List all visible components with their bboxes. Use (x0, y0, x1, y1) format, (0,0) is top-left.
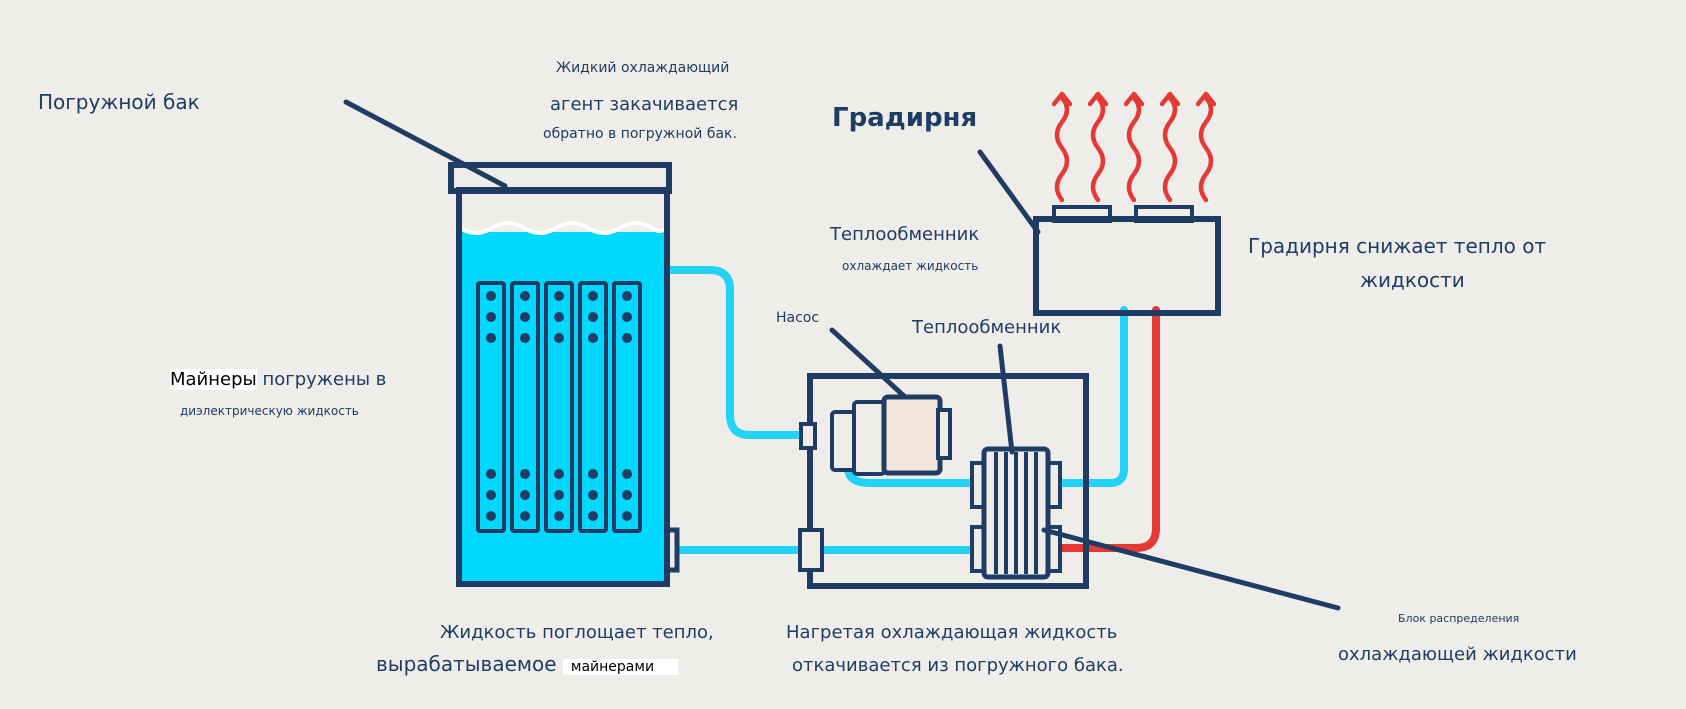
miner-3 (544, 281, 574, 533)
label-cooling-tower-desc-line2: жидкости (1360, 268, 1465, 292)
heat-wave-3-head (1123, 91, 1145, 107)
immersion-tank (448, 162, 680, 587)
leader-lines (343, 99, 1341, 611)
label-pumped-back-line2: агент закачивается (550, 94, 739, 115)
heat-wave-2-head (1087, 91, 1109, 107)
label-heat-exchanger-cools-line2: охлаждает жидкость (842, 259, 979, 273)
label-cdu-line1: Блок распределения (1398, 612, 1520, 625)
pipe-tower-cold-return (1042, 306, 1128, 487)
heat-exchanger (970, 446, 1062, 580)
label-miners-word-2: майнерами (562, 659, 679, 675)
label-heat-exchanger: Теплообменник (912, 317, 1062, 338)
heat-wave-4 (1162, 95, 1178, 203)
miner-4 (578, 281, 608, 533)
label-miners-word: Майнеры (170, 369, 257, 390)
label-pumped-back-line1: Жидкий охлаждающий (556, 60, 730, 76)
label-miners-submerged-line2: диэлектрическую жидкость (180, 404, 359, 418)
fan-icon (486, 291, 632, 521)
cdu-box (807, 373, 1089, 589)
hx-fins (994, 452, 1038, 574)
leader-cooling-tower (977, 149, 1041, 235)
pump-motor (852, 400, 886, 476)
leader-cdu (1041, 527, 1341, 611)
label-cooling-tower: Градирня (832, 103, 978, 133)
leader-pump (829, 327, 907, 399)
label-cooling-tower-desc-line1: Градирня снижает тепло от (1248, 234, 1547, 258)
cdu-bottom-port (798, 528, 824, 572)
tower-box (1033, 216, 1221, 316)
heat-wave-2 (1090, 95, 1106, 203)
label-immersion-tank: Погружной бак (38, 90, 200, 114)
label-miners-submerged-rest: погружены в (262, 369, 387, 390)
miner-2 (510, 281, 540, 533)
tank-liquid (460, 232, 666, 582)
leader-heat-exchanger (997, 343, 1015, 455)
label-heated-pumped-line2: откачивается из погружного бака. (792, 655, 1124, 676)
pipe-pump-to-exchanger (844, 466, 989, 487)
pipe-tank-to-pump (662, 266, 804, 439)
label-cdu-line2: охлаждающей жидкости (1338, 644, 1577, 665)
heat-wave-5 (1198, 95, 1214, 203)
hot-pipe (1042, 306, 1160, 552)
miner-1 (476, 281, 506, 533)
leader-immersion-tank (343, 99, 508, 189)
heat-wave-3 (1126, 95, 1142, 203)
tank-outlet-port (664, 527, 680, 573)
wavy-up-arrow-icon (1051, 91, 1217, 203)
coolant-pipes (662, 266, 1128, 554)
label-liquid-absorbs-main: вырабатываемое (376, 652, 557, 676)
label-miners-submerged-line1: Майнеры погружены в (170, 369, 386, 390)
label-liquid-absorbs-line1: Жидкость поглощает тепло, (440, 622, 714, 643)
miners (476, 281, 642, 533)
heat-wave-4-head (1159, 91, 1181, 107)
label-heated-pumped-line1: Нагретая охлаждающая жидкость (786, 622, 1118, 643)
coolant-distribution-unit (798, 373, 1089, 589)
miner-5 (612, 281, 642, 533)
pump-body (881, 394, 943, 476)
pump (830, 394, 952, 476)
heat-wave-5-head (1195, 91, 1217, 107)
label-liquid-absorbs-line2: вырабатываемое майнерами (376, 652, 679, 676)
label-heat-exchanger-cools-line1: Теплообменник (830, 224, 980, 245)
label-pump: Насос (776, 310, 820, 326)
heat-wave-1-head (1051, 91, 1073, 107)
cooling-tower (1033, 205, 1221, 316)
pump-end (936, 408, 952, 460)
cdu-inlet-port (799, 422, 817, 450)
heat-wave-1 (1054, 95, 1070, 203)
label-pumped-back-line3: обратно в погружной бак. (543, 126, 737, 142)
tank-liquid-surface (458, 221, 668, 235)
tank-lid (448, 162, 672, 194)
